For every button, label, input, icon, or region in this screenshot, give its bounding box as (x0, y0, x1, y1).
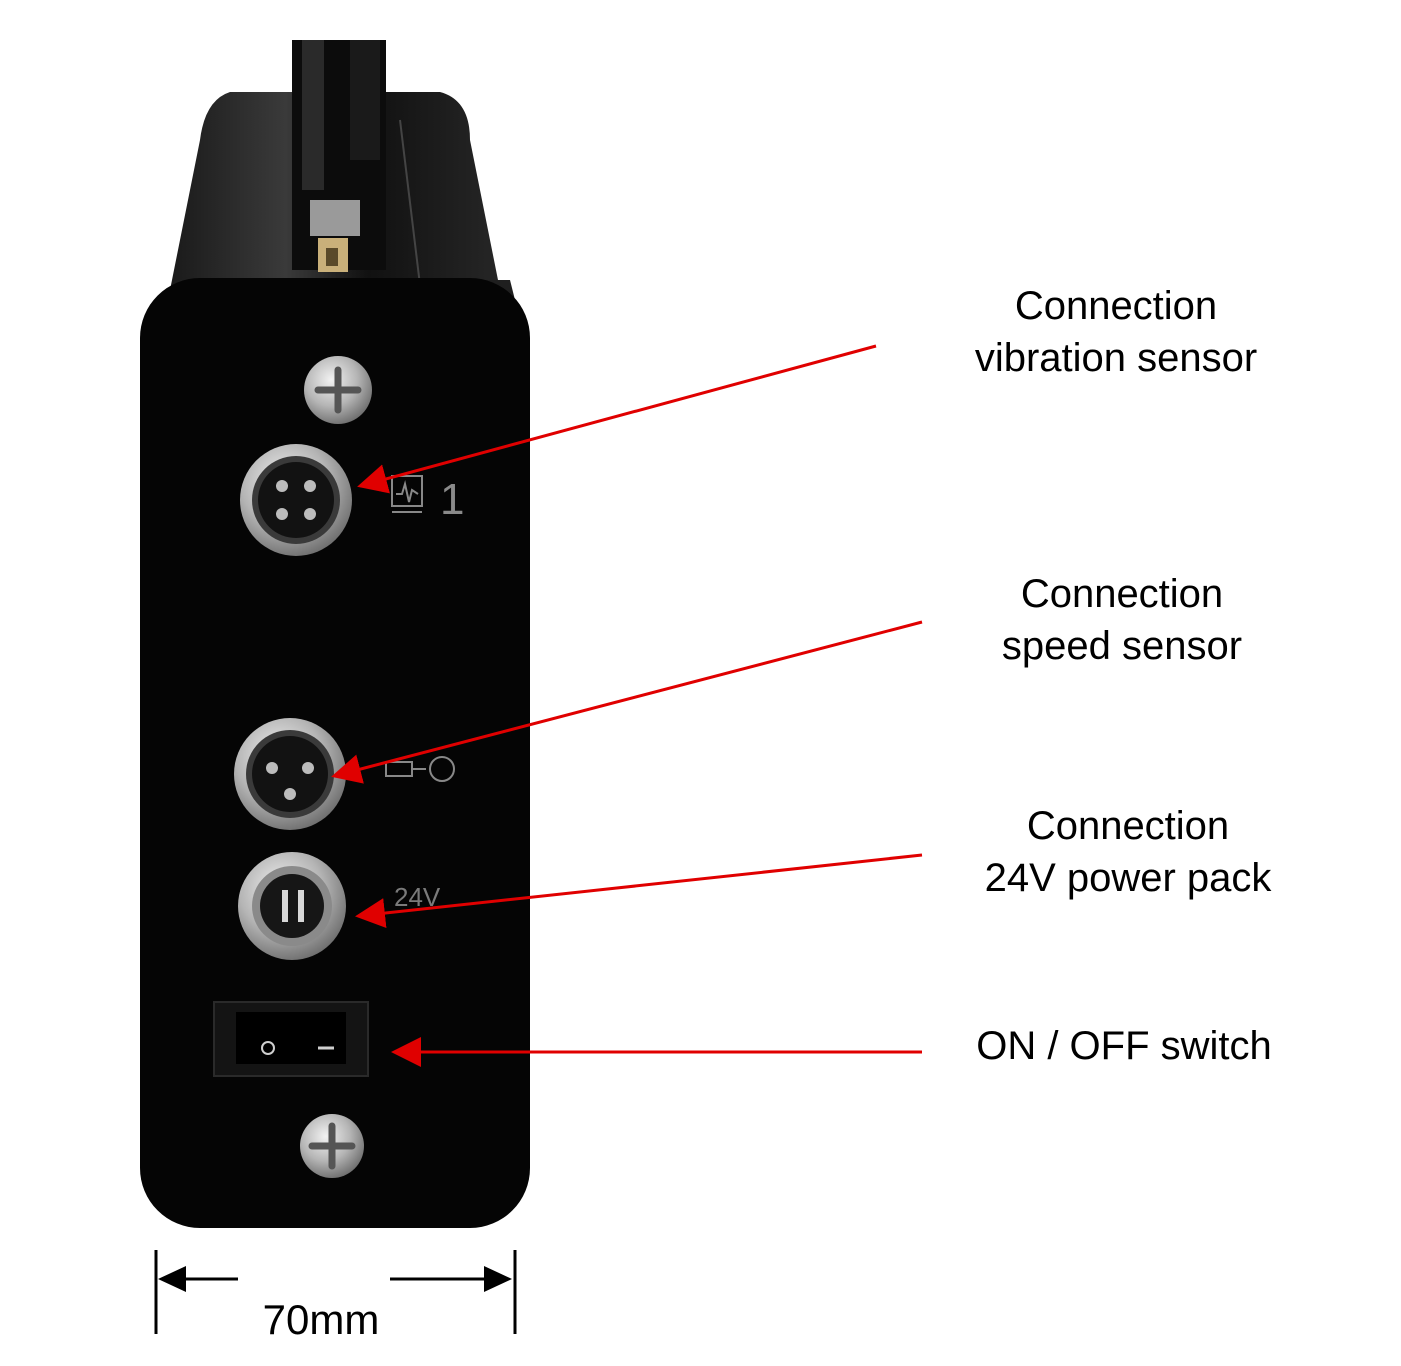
callout-line: ON / OFF switch (976, 1024, 1272, 1068)
port-label-vibration-channel: 1 (440, 475, 464, 524)
width-dimension-label: 70mm (262, 1296, 380, 1343)
rocker-switch-icon[interactable] (213, 1001, 369, 1077)
callout-line: speed sensor (1001, 624, 1243, 668)
callout-line: vibration sensor (974, 336, 1258, 380)
width-dimension (154, 1250, 517, 1334)
vibration-sensor-socket[interactable] (240, 444, 352, 556)
callout-line: Connection (1014, 284, 1218, 328)
arrow-speed (331, 620, 923, 784)
power-connector[interactable] (238, 852, 346, 960)
screw-icon (300, 1114, 364, 1178)
callout-on-off-switch: ON / OFF switch (940, 1020, 1308, 1072)
arrow-vibration (357, 344, 877, 494)
screw-icon (304, 356, 372, 424)
top-handle (292, 40, 386, 272)
callout-power-pack: Connection 24V power pack (950, 800, 1306, 904)
callout-line: Connection (1026, 804, 1230, 848)
callout-line: 24V power pack (984, 856, 1272, 900)
vibration-sensor-icon (391, 475, 423, 513)
speed-sensor-icon (385, 756, 455, 782)
callout-line: Connection (1020, 572, 1224, 616)
speed-sensor-socket[interactable] (234, 718, 346, 830)
arrow-power (355, 853, 923, 929)
callout-vibration-sensor: Connection vibration sensor (940, 280, 1292, 384)
callout-speed-sensor: Connection speed sensor (950, 568, 1294, 672)
